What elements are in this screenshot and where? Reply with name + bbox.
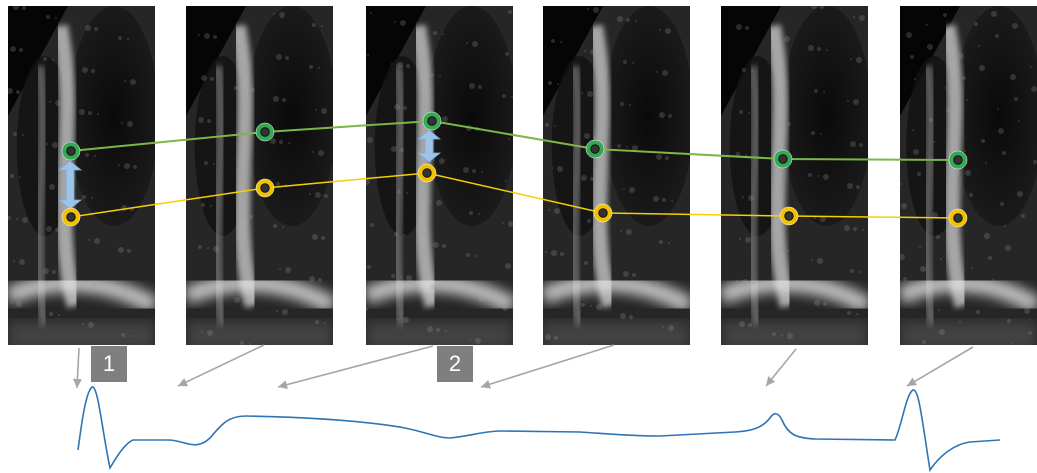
frame-label-2: 2: [437, 346, 473, 382]
echo-panel-4: [543, 6, 694, 351]
green-marker-2: [256, 123, 274, 141]
time-pointer-3: [278, 346, 433, 389]
green-marker-6: [949, 151, 967, 169]
frame-label-1: 1: [91, 346, 127, 382]
echo-panel-6: [899, 6, 1037, 351]
green-marker-5: [774, 150, 792, 168]
yellow-marker-5: [780, 207, 798, 225]
time-pointer-6: [907, 347, 973, 386]
yellow-marker-6: [949, 209, 967, 227]
time-pointer-2: [178, 345, 264, 386]
echo-panel-5: [721, 3, 872, 351]
ecg-trace: [78, 387, 1000, 470]
yellow-marker-2: [256, 179, 274, 197]
echo-panels: [7, 3, 1037, 351]
green-marker-4: [586, 140, 604, 158]
yellow-marker-1: [62, 208, 80, 226]
green-marker-3: [423, 112, 441, 130]
yellow-marker-4: [594, 204, 612, 222]
echo-panel-1: [7, 4, 159, 351]
echo-panel-2: [186, 6, 337, 351]
echo-panel-3: [364, 6, 517, 351]
time-pointers: [73, 345, 973, 389]
time-pointer-4: [481, 345, 614, 389]
yellow-marker-3: [418, 164, 436, 182]
time-pointer-1: [73, 348, 82, 388]
time-pointer-5: [766, 349, 796, 386]
green-marker-1: [62, 142, 80, 160]
